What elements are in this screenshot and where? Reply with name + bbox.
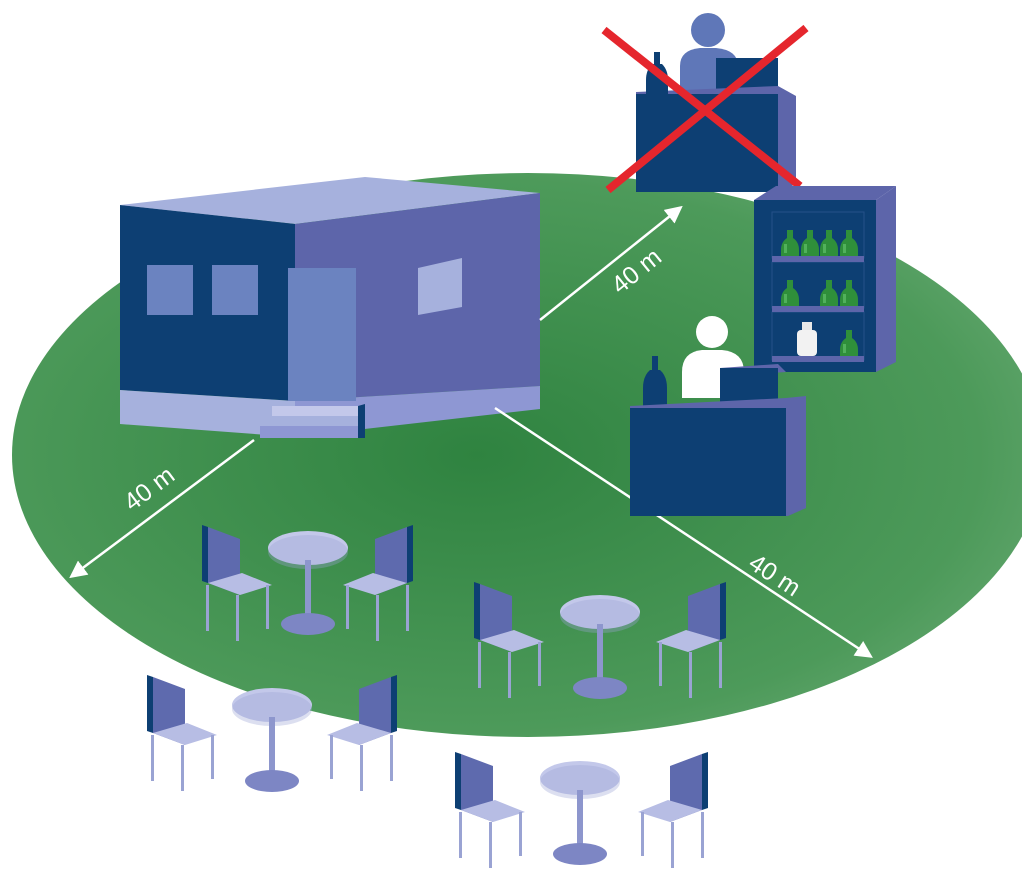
school-building xyxy=(120,177,540,438)
table-group xyxy=(455,752,708,868)
entrance-steps xyxy=(260,404,365,438)
forbidden-kiosk xyxy=(601,13,809,194)
bottle-icon xyxy=(643,356,667,408)
table-group xyxy=(147,675,397,792)
white-bottle-icon xyxy=(797,322,817,356)
allowed-kiosk xyxy=(630,316,806,516)
distance-arrow-left xyxy=(69,438,255,579)
red-cross-icon xyxy=(601,24,809,194)
distance-arrows xyxy=(69,205,873,658)
distance-arrow-bottom-right xyxy=(494,406,873,658)
distance-arrow-top-right xyxy=(539,205,683,321)
bottle-shelf xyxy=(754,186,896,372)
